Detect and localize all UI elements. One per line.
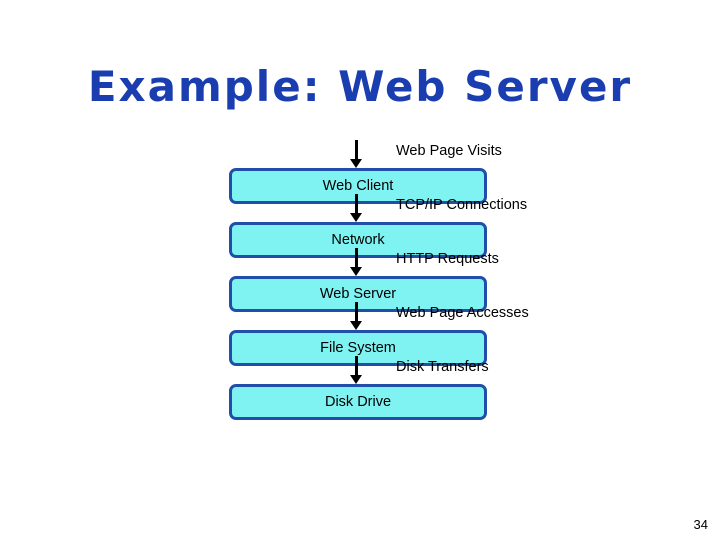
node-box-web-server[interactable]: Web Server — [229, 276, 487, 312]
arrow-line-icon — [355, 140, 358, 161]
flow-arrow: HTTP Requests — [0, 248, 720, 276]
arrow-head-icon — [350, 159, 362, 168]
flow-label: Web Page Accesses — [396, 305, 529, 321]
arrow-line-icon — [355, 302, 358, 323]
node-box-web-client[interactable]: Web Client — [229, 168, 487, 204]
flow-arrow: Web Page Accesses — [0, 302, 720, 330]
flow-label: HTTP Requests — [396, 251, 499, 267]
flow-label: TCP/IP Connections — [396, 197, 528, 213]
arrow-head-icon — [350, 213, 362, 222]
page-number: 34 — [693, 517, 708, 532]
node-box-disk-drive[interactable]: Disk Drive — [229, 384, 487, 420]
arrow-head-icon — [350, 267, 362, 276]
node-label: Web Client — [322, 178, 394, 194]
node-label: Web Server — [319, 286, 397, 302]
layer-stack-diagram: Web Page Visits Web Client TCP/IP Connec… — [0, 140, 720, 430]
node-box-network[interactable]: Network — [229, 222, 487, 258]
flow-label: Disk Transfers — [396, 359, 489, 375]
arrow-head-icon — [350, 321, 362, 330]
flow-arrow: Disk Transfers — [0, 356, 720, 384]
page-title: Example: Web Server — [87, 62, 633, 111]
flow-arrow: TCP/IP Connections — [0, 194, 720, 222]
arrow-line-icon — [355, 194, 358, 215]
arrow-line-icon — [355, 248, 358, 269]
flow-label: Web Page Visits — [396, 143, 502, 159]
arrow-head-icon — [350, 375, 362, 384]
flow-arrow: Web Page Visits — [0, 140, 720, 168]
node-label: Disk Drive — [324, 394, 392, 410]
node-box-file-system[interactable]: File System — [229, 330, 487, 366]
arrow-line-icon — [355, 356, 358, 377]
node-label: Network — [331, 232, 385, 248]
node-label: File System — [320, 340, 396, 356]
